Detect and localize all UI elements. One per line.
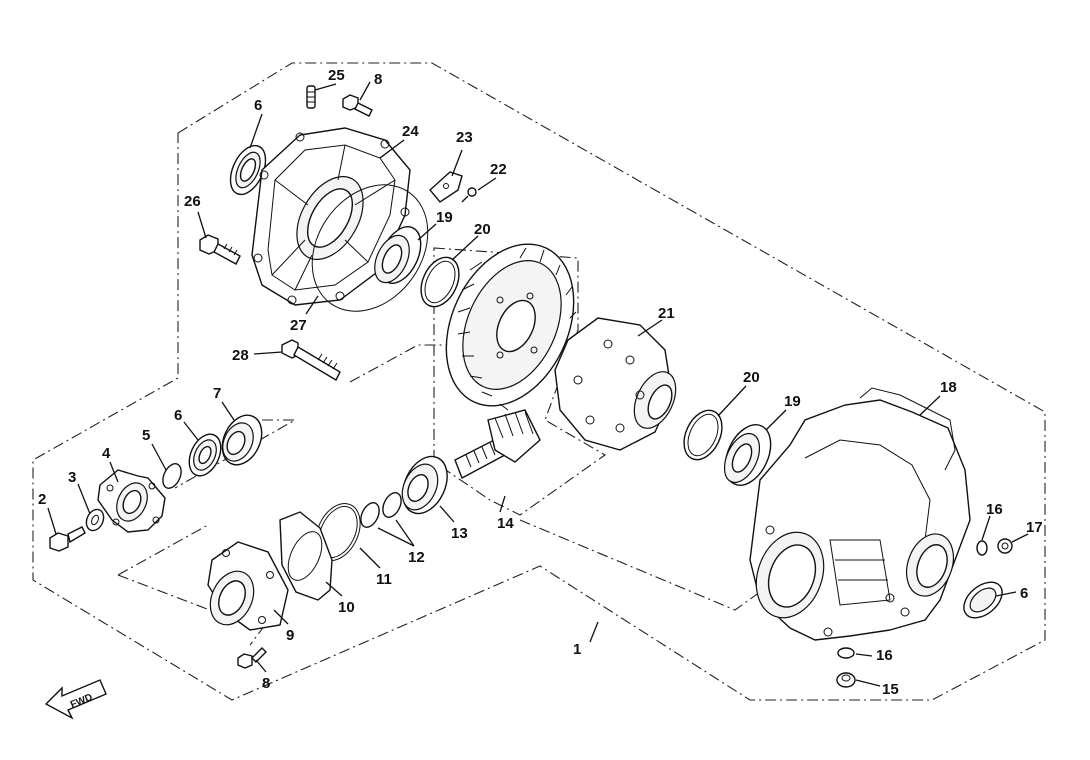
tapered-bearing-part bbox=[723, 424, 772, 486]
shim-ring-part bbox=[420, 256, 460, 308]
circlip-part bbox=[162, 463, 182, 489]
callout-7: 7 bbox=[213, 385, 221, 402]
bolt-part bbox=[199, 234, 241, 265]
callout-15: 15 bbox=[882, 681, 899, 698]
callout-1: 1 bbox=[573, 641, 581, 658]
callout-labels: 1 2 3 4 5 6 7 6 6 8 8 9 10 11 12 13 14 1… bbox=[38, 67, 1043, 698]
drain-plug-part bbox=[836, 672, 856, 688]
callout-25: 25 bbox=[328, 67, 345, 84]
shim-plate-part bbox=[429, 171, 463, 203]
differential-housing-part bbox=[749, 387, 971, 641]
o-ring-part bbox=[311, 184, 429, 312]
spacer-ring-part bbox=[382, 492, 402, 518]
bolt-part bbox=[237, 647, 267, 669]
callout-2: 2 bbox=[38, 491, 46, 508]
ball-bearing-part bbox=[401, 455, 448, 515]
callout-6-right: 6 bbox=[1020, 585, 1028, 602]
ball-bearing-part bbox=[221, 414, 263, 466]
callout-5: 5 bbox=[142, 427, 150, 444]
callout-26: 26 bbox=[184, 193, 201, 210]
callout-20-top: 20 bbox=[474, 221, 491, 238]
leader-lines bbox=[47, 81, 1029, 687]
sealing-washer-part bbox=[837, 647, 855, 659]
tapered-bearing-part bbox=[374, 226, 422, 284]
differential-case-part bbox=[554, 317, 677, 451]
filler-plug-part bbox=[997, 538, 1013, 554]
callout-10: 10 bbox=[338, 599, 355, 616]
oil-seal-part bbox=[229, 144, 267, 196]
callout-6-top: 6 bbox=[254, 97, 262, 114]
spacer-ring-part bbox=[360, 502, 380, 528]
callout-28: 28 bbox=[232, 347, 249, 364]
callout-14: 14 bbox=[497, 515, 514, 532]
callout-9: 9 bbox=[286, 627, 294, 644]
callout-13: 13 bbox=[451, 525, 468, 542]
flange-bolt-part bbox=[49, 526, 86, 552]
washer-part bbox=[85, 508, 105, 532]
long-bolt-part bbox=[281, 339, 341, 381]
callout-4: 4 bbox=[102, 445, 111, 462]
ring-gear-part bbox=[445, 243, 577, 411]
callout-12: 12 bbox=[408, 549, 425, 566]
assembly-boundary bbox=[32, 62, 1046, 701]
callout-27: 27 bbox=[290, 317, 307, 334]
coupling-flange-part bbox=[97, 469, 166, 533]
oil-seal-part bbox=[963, 581, 1003, 619]
callout-18: 18 bbox=[940, 379, 957, 396]
gear-subassembly-boundary bbox=[433, 247, 607, 516]
callout-19-top: 19 bbox=[436, 209, 453, 226]
oil-seal-part bbox=[188, 433, 222, 477]
callout-8-bottom: 8 bbox=[262, 675, 270, 692]
callout-19-right: 19 bbox=[784, 393, 801, 410]
screw-part bbox=[461, 187, 477, 203]
callout-17: 17 bbox=[1026, 519, 1043, 536]
callout-3: 3 bbox=[68, 469, 76, 486]
pinion-housing-part bbox=[207, 541, 289, 631]
vent-stud-part bbox=[306, 85, 316, 109]
callout-16-right: 16 bbox=[986, 501, 1003, 518]
callout-16-bottom: 16 bbox=[876, 647, 893, 664]
callout-22: 22 bbox=[490, 161, 507, 178]
callout-21: 21 bbox=[658, 305, 675, 322]
sealing-washer-part bbox=[976, 540, 988, 556]
callout-24: 24 bbox=[402, 123, 419, 140]
pinion-gear-part bbox=[454, 409, 541, 479]
callout-6-left: 6 bbox=[174, 407, 182, 424]
shim-ring-part bbox=[683, 409, 723, 461]
gasket-part bbox=[279, 511, 333, 601]
callout-11: 11 bbox=[376, 571, 392, 588]
bolt-part bbox=[342, 94, 373, 117]
callout-23: 23 bbox=[456, 129, 473, 146]
callout-8-top: 8 bbox=[374, 71, 382, 88]
callout-20-right: 20 bbox=[743, 369, 760, 386]
forward-direction-arrow-icon: FWD bbox=[44, 679, 107, 720]
